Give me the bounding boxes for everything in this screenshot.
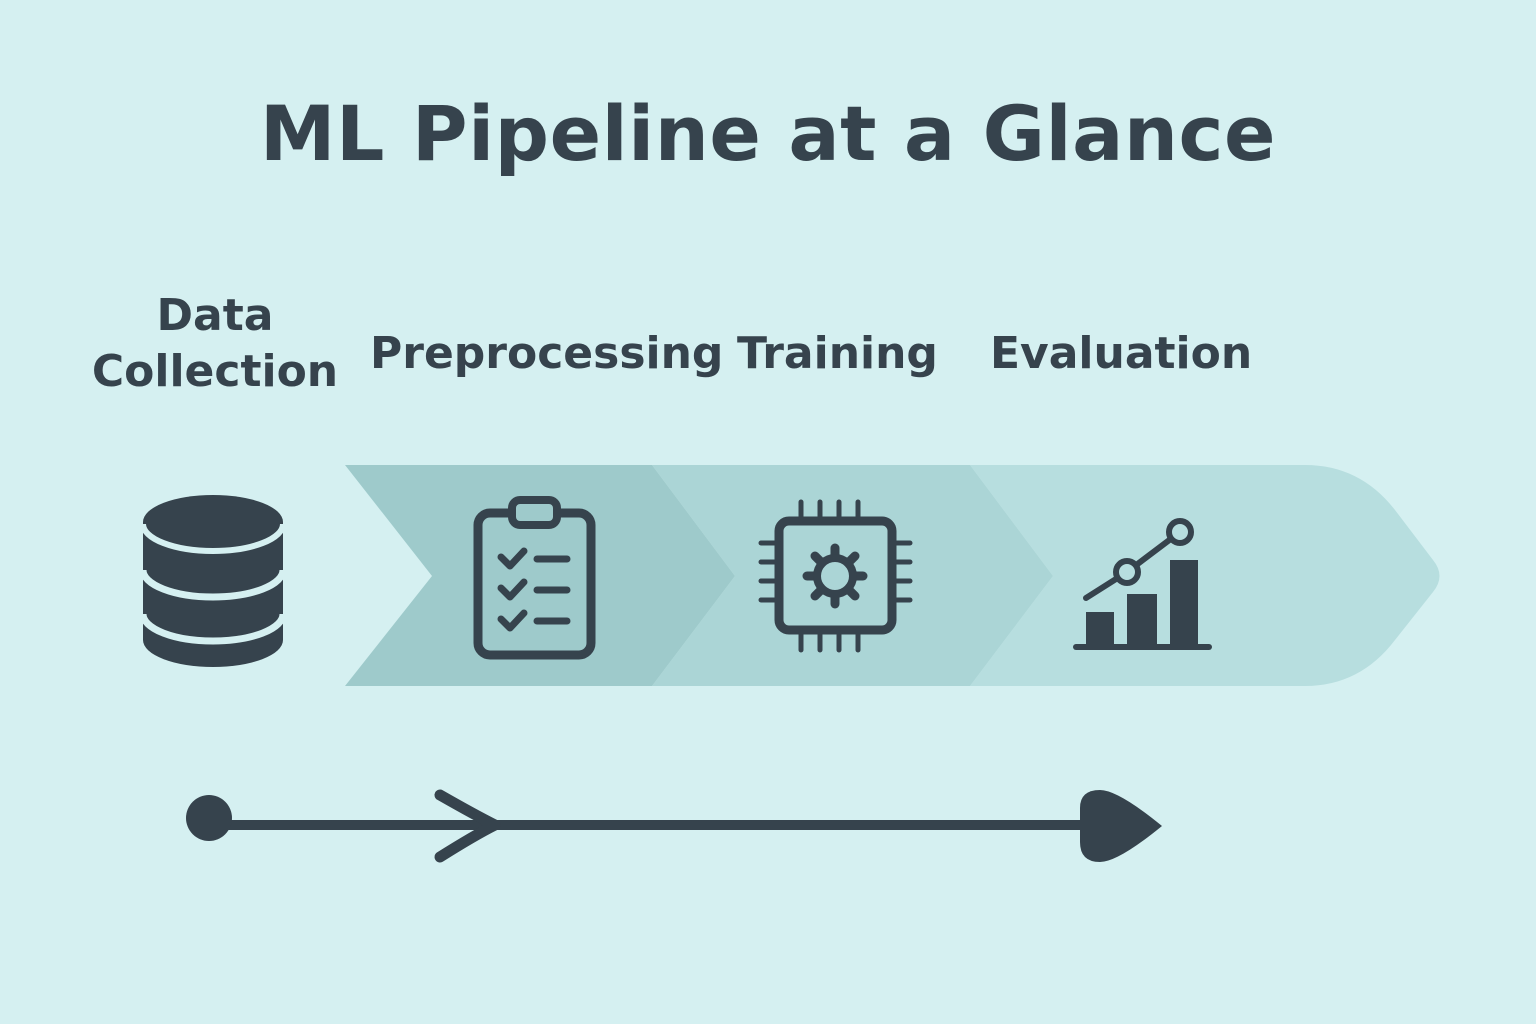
stage-label-line: Training — [737, 328, 938, 379]
timeline-arrowhead — [1080, 790, 1162, 862]
timeline-start-dot — [186, 795, 232, 841]
stage-label-line: Collection — [91, 346, 339, 397]
stage-label-evaluation: Evaluation — [990, 326, 1253, 382]
stage-label-training: Training — [735, 326, 940, 382]
stage-label-line: Data — [156, 290, 274, 341]
bar-chart-trend-icon — [1073, 518, 1212, 650]
timeline-midpoint-chevron — [434, 789, 501, 863]
stage-label-line: Evaluation — [990, 328, 1253, 379]
chip-gear-icon — [758, 499, 913, 653]
stage-label-line: Preprocessing — [370, 328, 724, 379]
stage-label-preprocessing: Preprocessing — [370, 326, 724, 382]
database-icon — [139, 495, 287, 667]
clipboard-checklist-icon — [473, 496, 596, 660]
page-title: ML Pipeline at a Glance — [259, 89, 1277, 178]
timeline-arrow — [186, 789, 1162, 863]
chevron-segment-preprocessing — [345, 465, 735, 686]
stage-label-data-collection: Data Collection — [90, 288, 340, 400]
